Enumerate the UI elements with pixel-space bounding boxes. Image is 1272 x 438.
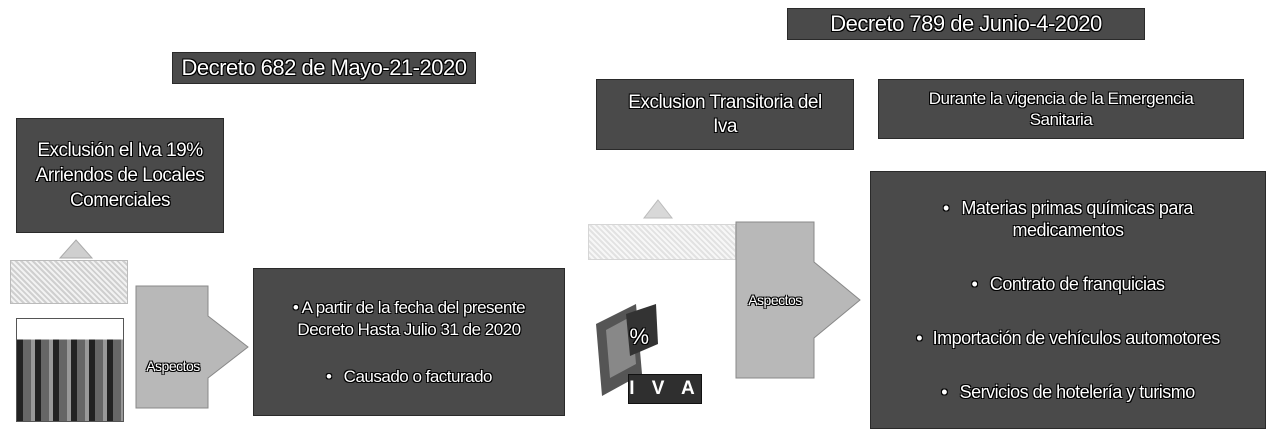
faded-image-block <box>588 224 736 260</box>
bullet-item: • Materias primas químicas para medicame… <box>943 197 1193 240</box>
aspectos-label-right: Aspectos <box>748 292 802 308</box>
bullet-item: • Servicios de hotelería y turismo <box>941 382 1195 403</box>
up-arrow-icon <box>642 199 674 219</box>
exclusion-transitoria-box: Exclusion Transitoria del Iva <box>596 79 854 150</box>
exclusion-transitoria-line-1: Exclusion Transitoria del <box>628 91 822 113</box>
duration-line-2: Sanitaria <box>1029 110 1093 129</box>
up-arrow-icon <box>58 239 94 259</box>
aspectos-arrow-left <box>135 285 249 409</box>
percent-symbol: % <box>629 324 649 349</box>
bullet-item: • Importación de vehículos automotores <box>916 328 1220 349</box>
store-front-image <box>16 318 124 422</box>
exclusion-transitoria-line-2: Iva <box>713 115 737 137</box>
exclusion-line-2: Arriendos de Locales <box>35 165 205 186</box>
building-image-top <box>10 260 128 304</box>
emergencia-sanitaria-box: Durante la vigencia de la Emergencia San… <box>878 79 1244 139</box>
duration-line-1: Durante la vigencia de la Emergencia <box>928 89 1194 108</box>
decreto-789-aspects-box: • Materias primas químicas para medicame… <box>870 171 1266 429</box>
bullet-item: • Causado o facturado <box>325 367 493 386</box>
iva-label: I V A <box>628 374 702 404</box>
exclusion-line-1: Exclusión el Iva 19% <box>37 140 203 161</box>
decreto-682-title: Decreto 682 de Mayo-21-2020 <box>172 52 476 84</box>
aspectos-arrow-right <box>735 221 861 379</box>
exclusion-line-3: Comerciales <box>69 190 171 211</box>
bullet-item: • Contrato de franquicias <box>971 273 1165 294</box>
decreto-789-title: Decreto 789 de Junio-4-2020 <box>787 8 1145 40</box>
iva-percent-icon <box>596 304 658 396</box>
exclusion-iva-box: Exclusión el Iva 19% Arriendos de Locale… <box>16 118 224 233</box>
decreto-682-aspects-box: • A partir de la fecha del presente Decr… <box>253 268 565 416</box>
bullet-item: • A partir de la fecha del presente Decr… <box>292 298 526 339</box>
aspectos-label-left: Aspectos <box>146 358 200 374</box>
